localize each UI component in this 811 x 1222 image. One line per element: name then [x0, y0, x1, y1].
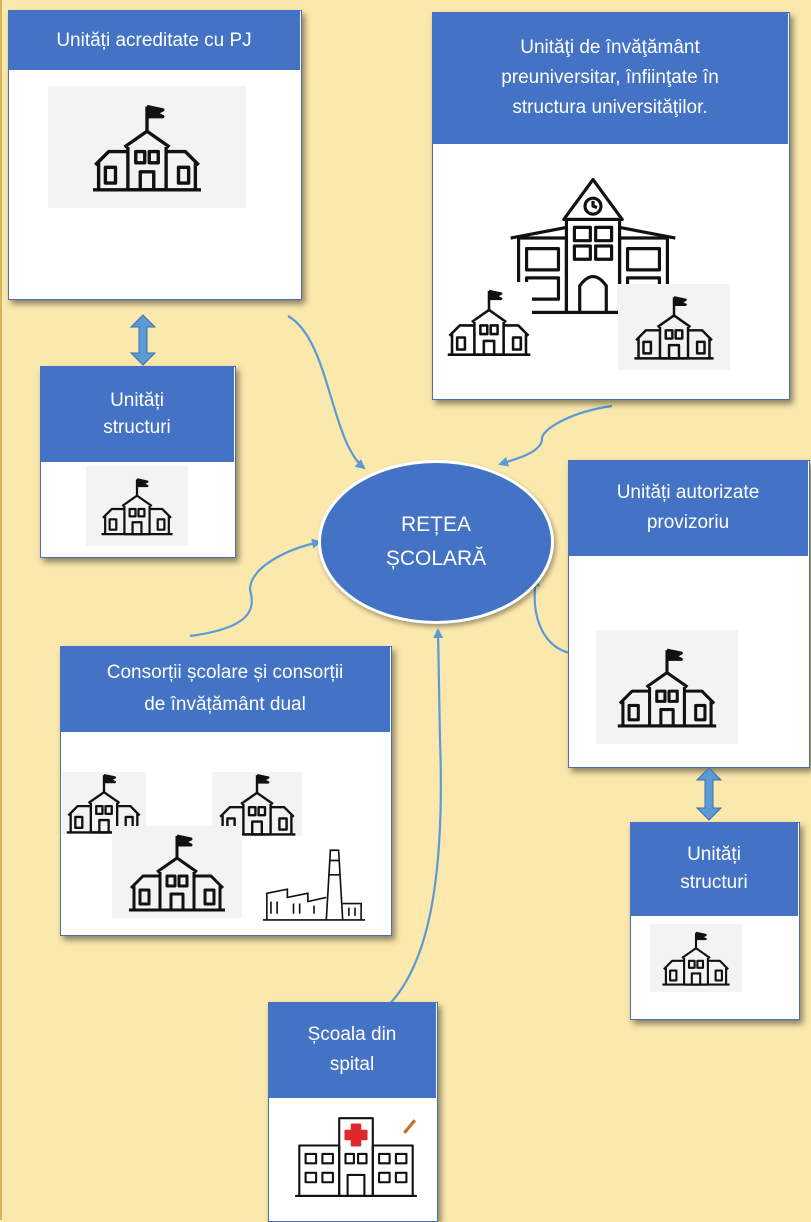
- school-icon: [618, 284, 730, 370]
- connector-acreditate: [287, 315, 366, 470]
- node-structuri-left-header: Unități structuri: [40, 366, 234, 462]
- school-icon: [86, 466, 188, 546]
- node-consortii-header: Consorții școlare și consorții de învăță…: [60, 646, 390, 732]
- node-universitati-header: Unităţi de învăţământ preuniversitar, în…: [432, 12, 788, 144]
- node-structuri-right-header: Unități structuri: [630, 822, 798, 916]
- node-structuri-left-line1: Unități: [110, 390, 164, 411]
- hospital-icon: [290, 1114, 422, 1198]
- connector-consortii: [189, 538, 322, 638]
- node-consortii-line1: Consorții școlare și consorții: [106, 662, 344, 683]
- node-spital-line2: spital: [329, 1054, 375, 1075]
- school-icon: [446, 282, 532, 362]
- connector-autorizate: [529, 576, 576, 656]
- node-spital-line1: Școala din: [307, 1024, 397, 1045]
- connector-universitati: [498, 404, 613, 467]
- center-line1: REȚEA: [400, 513, 471, 536]
- retea-scolara-center: REȚEA ȘCOLARĂ: [318, 460, 554, 624]
- school-icon: [112, 826, 242, 918]
- node-acreditate-header: Unități acreditate cu PJ: [8, 10, 300, 70]
- factory-icon: [262, 840, 366, 922]
- node-structuri-right-line1: Unități: [687, 844, 741, 865]
- school-icon: [48, 86, 246, 208]
- double-arrow-icon: [695, 767, 723, 821]
- node-structuri-left-line2: structuri: [103, 417, 171, 438]
- school-icon: [596, 630, 738, 744]
- node-consortii-line2: de învățământ dual: [144, 694, 306, 715]
- double-arrow-icon: [129, 314, 157, 366]
- node-autorizate-header: Unități autorizate provizoriu: [568, 460, 808, 556]
- node-spital-header: Școala din spital: [268, 1002, 436, 1098]
- node-autorizate-line2: provizoriu: [646, 512, 730, 533]
- node-autorizate-line1: Unități autorizate: [616, 482, 760, 503]
- center-line2: ȘCOLARĂ: [385, 547, 487, 570]
- school-icon: [650, 924, 742, 992]
- school-icon: [62, 772, 146, 834]
- school-icon: [212, 772, 302, 836]
- node-structuri-right-line2: structuri: [680, 872, 748, 893]
- left-border: [0, 0, 2, 1220]
